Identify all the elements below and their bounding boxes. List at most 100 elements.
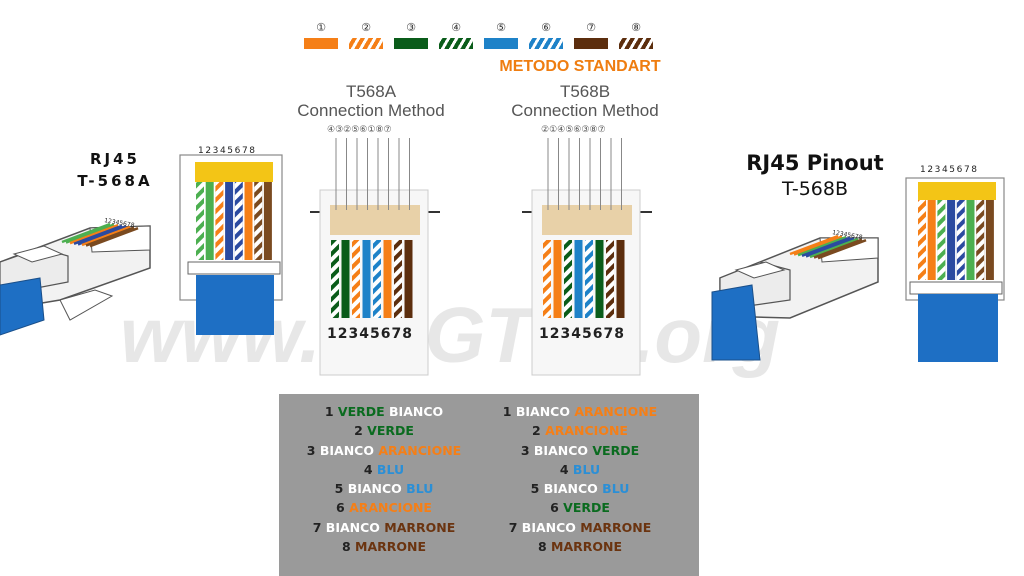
list-a-row-word: BIANCO: [347, 481, 402, 497]
list-b-row-number: 5: [530, 481, 544, 497]
legend-swatch: [349, 38, 383, 49]
legend-swatch: [529, 38, 563, 49]
right-straight-wire-stripe-1: [918, 200, 926, 280]
list-a-row-word: BIANCO: [384, 404, 444, 419]
right-straight-wire-6: [966, 200, 975, 280]
list-b-row-6: 6 VERDE: [475, 498, 685, 517]
left-plug-wire-1: [61, 222, 111, 244]
list-a-row-word: VERDE: [337, 404, 385, 419]
legend-swatch: [484, 38, 518, 49]
metodo-standart-label: METODO STANDART: [499, 58, 661, 75]
legend-number: ①: [316, 21, 326, 34]
list-b-row-word: ARANCIONE: [569, 404, 658, 419]
rj45-pinout-line2: T-568B: [781, 178, 849, 200]
list-a-row-number: 7: [312, 519, 326, 535]
left-plug-wire-8: [89, 227, 139, 248]
t568a-wire-6: [383, 240, 392, 318]
t568a-wire-8: [404, 240, 413, 318]
t568a-wire-stripe-3: [352, 240, 360, 318]
t568b-connector: [522, 138, 652, 376]
t568b-title-line2: Connection Method: [511, 101, 659, 120]
t568b-wire-4: [574, 240, 583, 318]
list-b-row-word: VERDE: [588, 442, 640, 458]
list-b-row-2: 2 ARANCIONE: [475, 421, 685, 440]
left-straight-wire-8: [263, 182, 272, 260]
list-a-row-word: BIANCO: [325, 519, 380, 535]
left-straight-wire-2: [205, 182, 214, 260]
list-a-row-8: 8 MARRONE: [279, 537, 489, 556]
list-b-row-word: MARRONE: [551, 539, 623, 555]
list-b-row-5: 5 BIANCO BLU: [475, 479, 685, 498]
list-b-row-7: 7 BIANCO MARRONE: [475, 518, 685, 537]
list-a-row-5: 5 BIANCO BLU: [279, 479, 489, 498]
list-b-row-word: VERDE: [563, 500, 610, 516]
legend-number: ⑧: [631, 21, 641, 34]
t568b-wire-stripe-3: [564, 240, 572, 318]
list-b-row-number: 6: [550, 500, 564, 516]
left-plug-wire-5: [77, 225, 127, 246]
left-plug-wire-2: [65, 223, 115, 244]
list-a-row-2: 2 VERDE: [279, 421, 489, 440]
list-a-row-number: 6: [336, 500, 350, 516]
list-b-row-number: 4: [559, 461, 573, 477]
list-b-row-word: BIANCO: [543, 481, 598, 497]
list-b-row-word: BLU: [572, 461, 601, 477]
t568a-wire-stripe-7: [394, 240, 402, 318]
list-b-row-number: 1: [502, 404, 516, 419]
legend-number: ③: [406, 21, 416, 34]
legend-item-8: ⑧: [619, 20, 653, 49]
right-plug-wire-8: [817, 239, 867, 260]
legend-item-4: ④: [439, 20, 473, 49]
legend-swatch: [394, 38, 428, 49]
t568b-wire-stripe-7: [606, 240, 614, 318]
left-plug-wire-6: [81, 225, 131, 247]
list-b-row-number: 8: [537, 539, 552, 555]
left-straight-wire-stripe-1: [196, 182, 204, 260]
list-a-row-word: BLU: [401, 481, 434, 497]
right-straight-wire-stripe-7: [976, 200, 985, 280]
right-plug-wire-3: [797, 236, 847, 257]
t568a-wire-stripe-5: [373, 240, 381, 318]
left-straight-wire-stripe-3: [215, 182, 224, 260]
legend-number: ⑥: [541, 21, 551, 34]
list-a-row-number: 5: [334, 481, 348, 497]
t568b-circle-order: ②①④⑤⑥③⑧⑦: [541, 125, 606, 135]
right-plug-wire-1: [789, 234, 839, 256]
left-straight-wire-stripe-5: [234, 182, 243, 260]
list-b-row-number: 7: [508, 519, 522, 535]
list-a-row-4: 4 BLU: [279, 460, 489, 479]
list-b-row-4: 4 BLU: [475, 460, 685, 479]
list-a-row-word: MARRONE: [379, 519, 456, 535]
rj45-t568a-line2: T-568A: [77, 172, 153, 190]
right-straight-wire-4: [947, 200, 956, 280]
legend-item-1: ①: [304, 20, 338, 49]
t568a-pin-numbers: 12345678: [327, 326, 413, 342]
t568b-wire-2: [553, 240, 562, 318]
list-a-row-word: BIANCO: [319, 442, 374, 458]
left-plug-wire-3: [69, 224, 119, 245]
list-a-row-7: 7 BIANCO MARRONE: [279, 518, 489, 537]
t568b-wire-stripe-1: [543, 240, 551, 318]
list-a-row-number: 8: [341, 539, 356, 555]
left-straight-wire-4: [225, 182, 234, 260]
right-straight-connector: [905, 177, 1005, 362]
right-straight-wire-stripe-5: [956, 200, 965, 280]
t568a-title-line2: Connection Method: [297, 101, 445, 120]
left-straight-connector: [179, 154, 283, 335]
list-a-row-number: 4: [363, 461, 377, 477]
t568a-wire-stripe-1: [331, 240, 339, 318]
list-b-row-word: BIANCO: [533, 442, 589, 458]
t568b-wire-6: [595, 240, 604, 318]
list-a-row-word: MARRONE: [355, 539, 427, 555]
left-straight-wire-6: [244, 182, 253, 260]
right-straight-wire-stripe-3: [937, 200, 946, 280]
list-a-row-word: ARANCIONE: [349, 500, 432, 516]
legend-number: ⑦: [586, 21, 596, 34]
right-plug-wire-5: [805, 237, 855, 258]
t568b-pin-numbers: 12345678: [539, 326, 625, 342]
t568a-wire-4: [362, 240, 371, 318]
